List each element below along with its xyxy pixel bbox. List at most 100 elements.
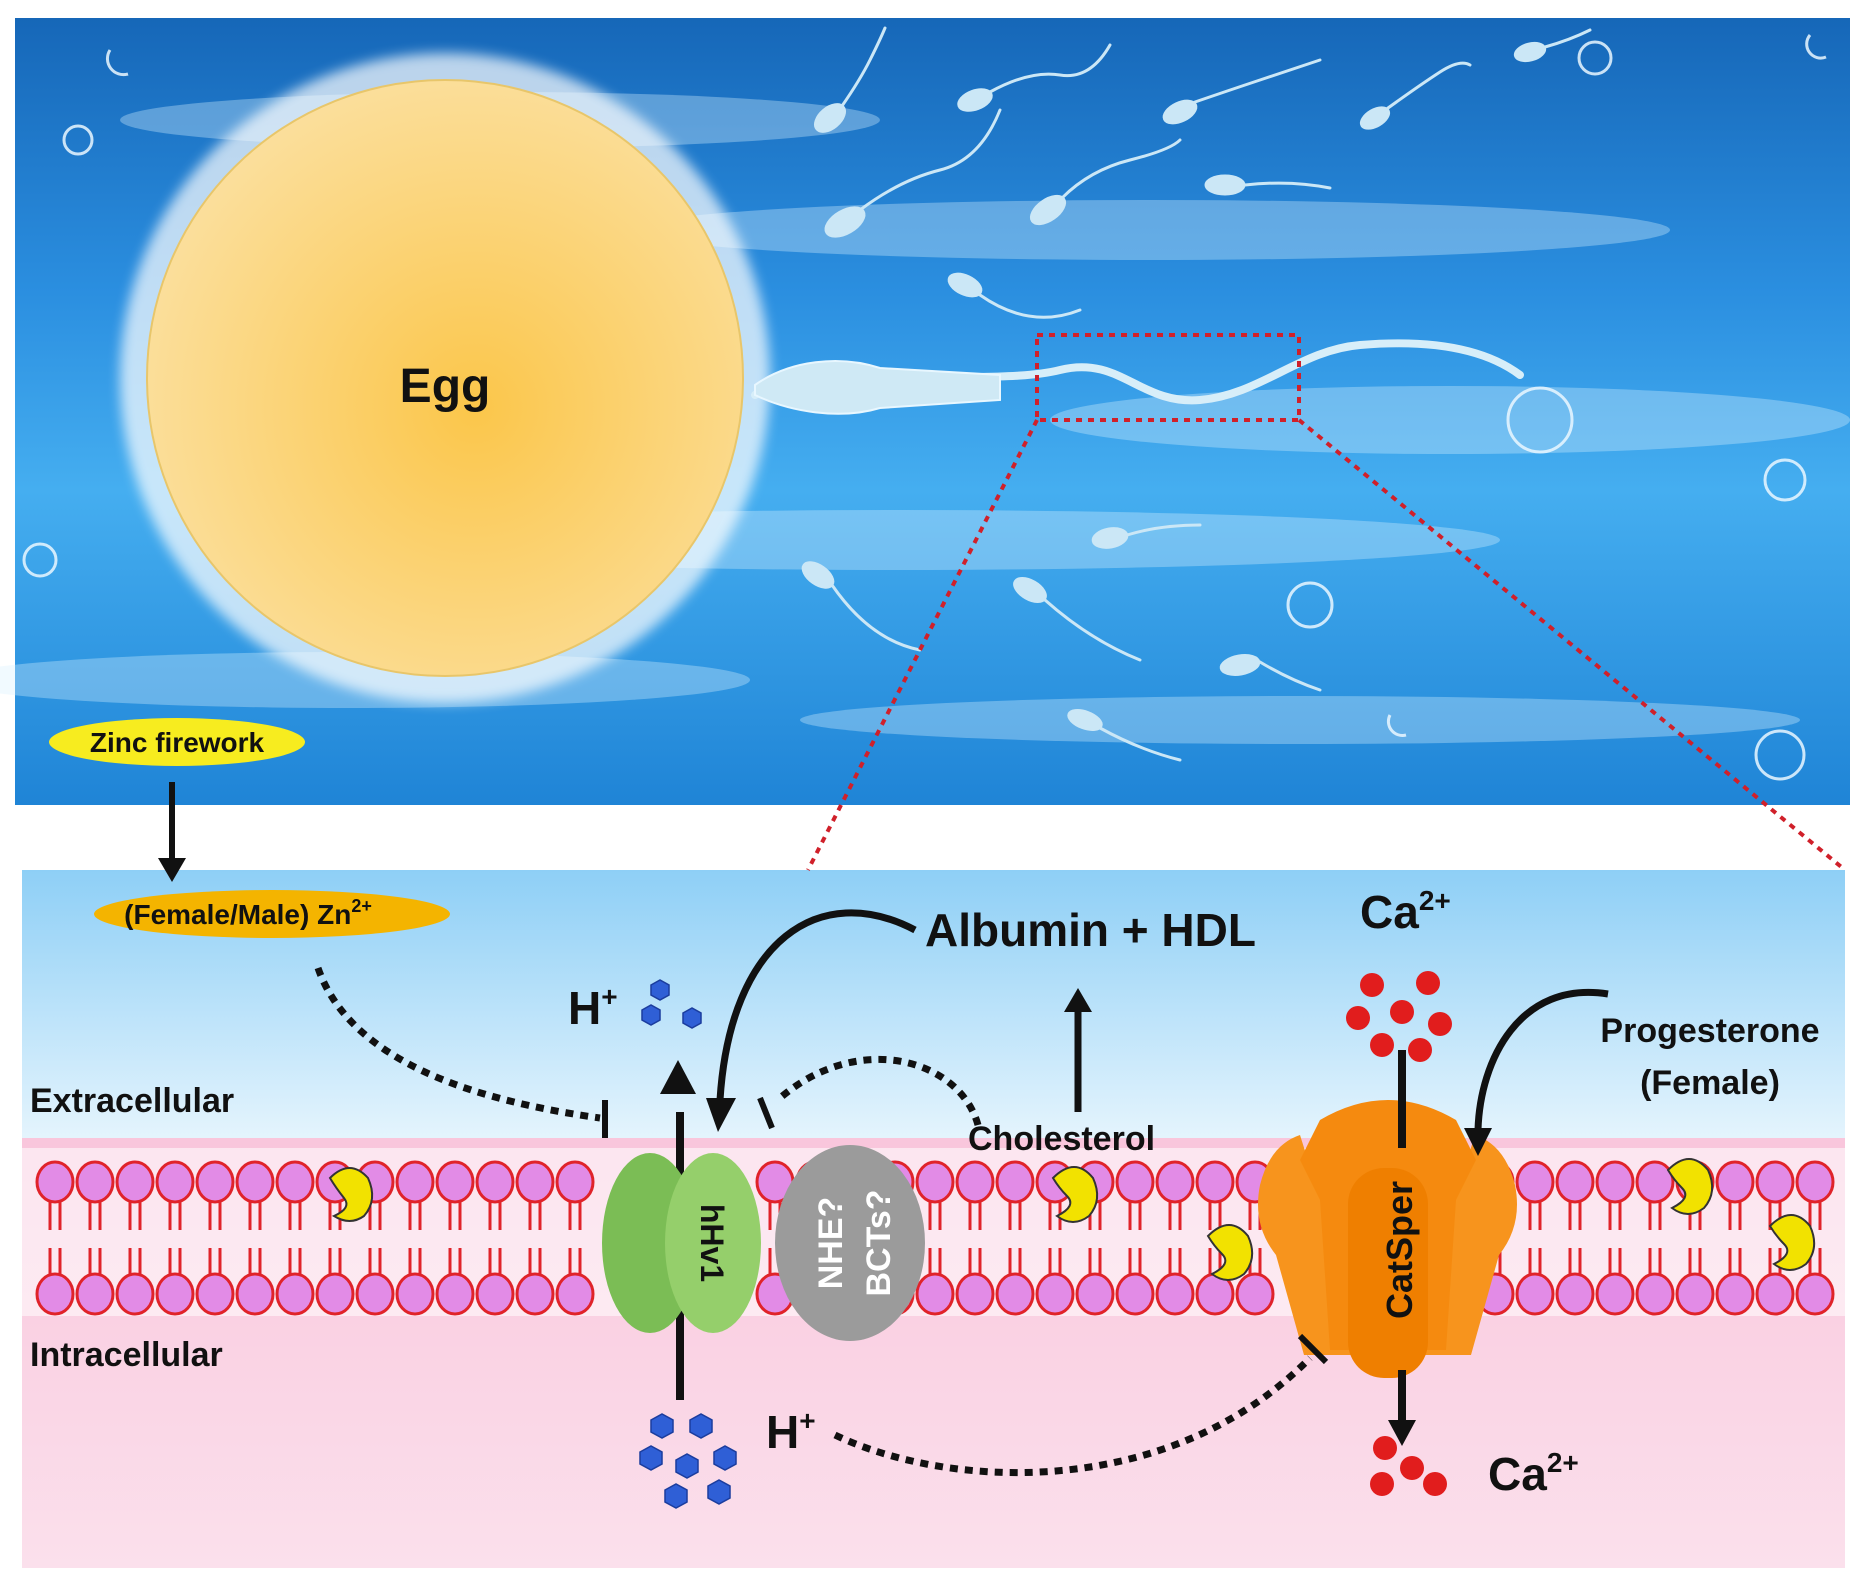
protons	[639, 979, 737, 1509]
zinc-firework-badge: Zinc firework	[49, 718, 305, 766]
lipid-head-icon	[1115, 1160, 1155, 1204]
lipid-tail	[88, 1200, 102, 1278]
ca-bottom-charge: 2+	[1547, 1447, 1579, 1478]
proton-icon	[650, 979, 670, 1001]
lipid-head-icon	[515, 1160, 555, 1204]
lipid-tail	[1528, 1200, 1542, 1278]
zn-charge: 2+	[351, 896, 372, 916]
proton-icon	[689, 1413, 713, 1439]
h-bottom-label: H	[766, 1406, 799, 1458]
lipid-head-icon	[155, 1272, 195, 1316]
lipid-head-icon	[275, 1160, 315, 1204]
calcium-icon	[1416, 971, 1440, 995]
lipid-head-icon	[1675, 1272, 1715, 1316]
lipid-head-icon	[1035, 1272, 1075, 1316]
lipid-tail	[488, 1200, 502, 1278]
lipid-tail	[928, 1200, 942, 1278]
lipid-head-icon	[1595, 1272, 1635, 1316]
progesterone-label-2: (Female)	[1640, 1064, 1780, 1102]
calcium-icon	[1400, 1456, 1424, 1480]
zinc-firework-label: Zinc firework	[90, 727, 265, 758]
h-bottom-charge: +	[799, 1405, 815, 1436]
lipid-head-icon	[1075, 1272, 1115, 1316]
lipid-head-icon	[1515, 1272, 1555, 1316]
ca-top-charge: 2+	[1419, 885, 1451, 916]
lipid-tail	[1648, 1200, 1662, 1278]
proton-icon	[682, 1007, 702, 1029]
lipid-head-icon	[915, 1160, 955, 1204]
albumin-curve-arrow	[716, 909, 917, 1101]
lipid-head-icon	[395, 1272, 435, 1316]
lipid-head-icon	[1755, 1160, 1795, 1204]
lipid-head-icon	[1555, 1160, 1595, 1204]
lipid-head-icon	[195, 1272, 235, 1316]
progesterone-arrow	[1474, 988, 1609, 1131]
lipid-head-icon	[995, 1160, 1035, 1204]
lipid-tail	[1768, 1200, 1782, 1278]
lipid-tail	[288, 1200, 302, 1278]
hhv1-channel: hHv1	[602, 1060, 761, 1400]
catsper-channel: CatSper	[1258, 1050, 1517, 1446]
ca-bottom-label: Ca	[1488, 1448, 1547, 1500]
egg	[146, 79, 744, 677]
cholesterol-icon	[1051, 1166, 1099, 1223]
proton-icon	[713, 1445, 737, 1471]
lipid-head-icon	[1595, 1160, 1635, 1204]
lipid-tail	[1128, 1200, 1142, 1278]
progesterone-label-1: Progesterone	[1600, 1012, 1819, 1050]
lipid-head-icon	[275, 1272, 315, 1316]
lipid-head-icon	[555, 1160, 595, 1204]
lipid-tail	[1208, 1200, 1222, 1278]
lipid-tail	[1568, 1200, 1582, 1278]
zn-inhibition-line	[314, 966, 601, 1122]
lipid-head-icon	[1795, 1272, 1835, 1316]
main-sperm	[751, 339, 1524, 415]
lipid-head-icon	[1635, 1160, 1675, 1204]
proton-icon	[650, 1413, 674, 1439]
lipid-head-icon	[355, 1272, 395, 1316]
lipid-head-icon	[955, 1160, 995, 1204]
lipid-head-icon	[75, 1272, 115, 1316]
cholesterol-icon	[1768, 1214, 1816, 1271]
proton-icon	[664, 1483, 688, 1509]
lipid-head-icon	[915, 1272, 955, 1316]
lipid-head-icon	[1755, 1272, 1795, 1316]
svg-text:(Female/Male) Zn2+: (Female/Male) Zn2+	[124, 896, 372, 930]
lipid-head-icon	[475, 1160, 515, 1204]
calcium-icon	[1423, 1472, 1447, 1496]
zoom-line-left	[806, 419, 1039, 871]
lipid-tail	[368, 1200, 382, 1278]
lipid-head-icon	[155, 1160, 195, 1204]
lipid-head-icon	[1115, 1272, 1155, 1316]
calcium-icon	[1408, 1038, 1432, 1062]
intracellular-label: Intracellular	[30, 1336, 223, 1374]
cholesterol-icon	[1666, 1158, 1714, 1215]
lipid-head-icon	[195, 1160, 235, 1204]
lipid-head-icon	[1155, 1272, 1195, 1316]
lipid-tail	[968, 1200, 982, 1278]
cholesterol-icon	[1206, 1224, 1254, 1281]
lipid-tail	[48, 1200, 62, 1278]
lipid-head-icon	[75, 1160, 115, 1204]
nhe-label: NHE?	[812, 1197, 850, 1290]
lipid-head-icon	[475, 1272, 515, 1316]
lipid-head-icon	[1515, 1160, 1555, 1204]
lipid-head-icon	[1235, 1272, 1275, 1316]
cholesterol-label: Cholesterol	[968, 1120, 1155, 1158]
cholesterol-icon	[328, 1167, 374, 1222]
lipid-head-icon	[315, 1272, 355, 1316]
lipid-head-icon	[1195, 1160, 1235, 1204]
proton-icon	[639, 1445, 663, 1471]
bcts-label: BCTs?	[860, 1189, 898, 1296]
lipid-tail	[528, 1200, 542, 1278]
calcium-icon	[1390, 1000, 1414, 1024]
calcium-ions	[1346, 971, 1452, 1496]
calcium-icon	[1428, 1012, 1452, 1036]
proton-icon	[707, 1479, 731, 1505]
nhe-bcts-transporter: NHE? BCTs?	[775, 1145, 925, 1341]
lipid-tail	[1688, 1200, 1702, 1278]
lipid-tail	[1008, 1200, 1022, 1278]
extracellular-label: Extracellular	[30, 1082, 234, 1120]
h-top-label: H	[568, 982, 601, 1034]
lipid-head-icon	[1795, 1160, 1835, 1204]
